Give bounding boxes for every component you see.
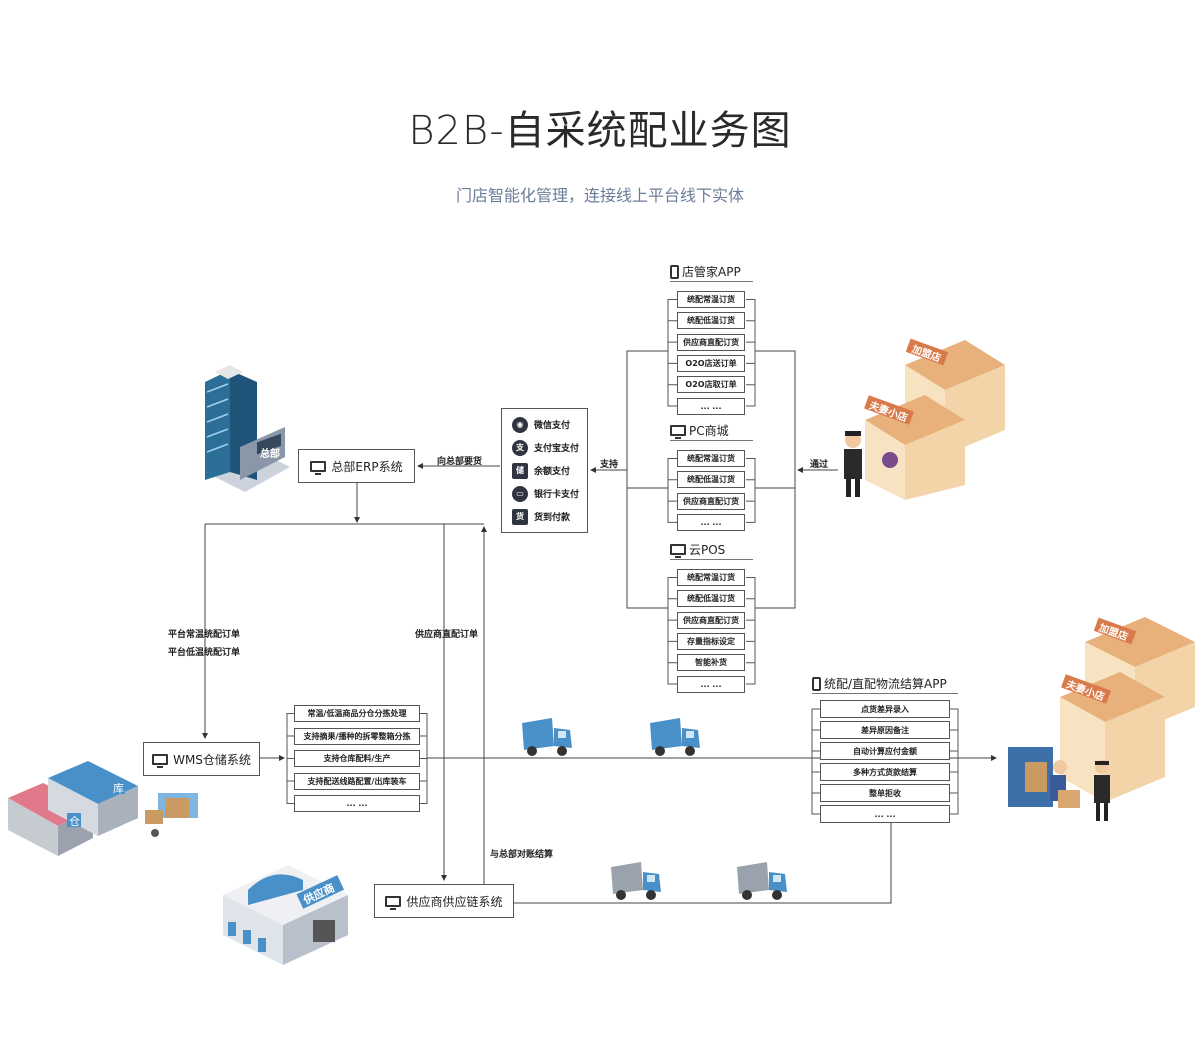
- channel-item[interactable]: 统配常温订货: [677, 450, 745, 467]
- payment-method-label: 银行卡支付: [534, 490, 580, 500]
- payment-method: 货货到付款: [502, 505, 587, 528]
- wms-system-box[interactable]: WMS仓储系统: [143, 742, 260, 776]
- cash-on-delivery-icon: 货: [512, 508, 528, 525]
- settlement-feature-item[interactable]: 差异原因备注: [820, 721, 950, 739]
- request-goods-label: 向总部要货: [437, 457, 483, 467]
- wechat-pay-icon: ◉: [512, 416, 528, 433]
- monitor-icon: [152, 753, 169, 768]
- settlement-feature-item[interactable]: 整单拒收: [820, 784, 950, 802]
- balance-icon: 储: [512, 462, 528, 479]
- channel-item[interactable]: ... ...: [677, 397, 745, 415]
- channel-header: PC商城: [670, 422, 753, 441]
- normal-temp-order-label: 平台常温统配订单: [168, 630, 241, 640]
- delivery-truck-icon: [737, 862, 789, 906]
- settlement-feature-item[interactable]: 点货差异录入: [820, 700, 950, 718]
- phone-icon: [812, 676, 821, 691]
- monitor-icon: [385, 895, 402, 910]
- warehouse-sign: 仓: [69, 814, 80, 828]
- settlement-feature-item[interactable]: 自动计算应付金额: [820, 742, 950, 760]
- page-title: B2B-自采统配业务图: [408, 108, 792, 154]
- erp-system-box[interactable]: 总部ERP系统: [298, 449, 415, 483]
- channel-item[interactable]: 统配低温订货: [677, 312, 745, 330]
- item-bracket: [667, 577, 756, 685]
- monitor-icon: [670, 544, 686, 558]
- cold-temp-order-label: 平台低温统配订单: [168, 648, 241, 658]
- support-label: 支持: [600, 460, 619, 470]
- channel-item[interactable]: 智能补货: [677, 654, 745, 672]
- hq-building-illustration: 总部: [205, 365, 290, 492]
- payment-method-label: 余额支付: [534, 467, 571, 477]
- supplier-system-box[interactable]: 供应商供应链系统: [374, 884, 514, 918]
- delivery-truck-icon: [522, 718, 574, 762]
- channel-header: 云POS: [670, 541, 753, 560]
- wms-feature-item[interactable]: ... ...: [294, 795, 420, 812]
- channel-item[interactable]: ... ...: [677, 513, 745, 531]
- wms-feature-item[interactable]: 常温/低温商品分仓分拣处理: [294, 705, 420, 722]
- delivery-truck-icon: [611, 862, 663, 906]
- settlement-app-header: 统配/直配物流结算APP: [812, 675, 958, 694]
- item-bracket: [286, 713, 428, 804]
- delivery-truck-icon: [650, 718, 702, 762]
- page-subtitle: 门店智能化管理，连接线上平台线下实体: [455, 186, 744, 205]
- channel-header: 店管家APP: [670, 263, 753, 282]
- payment-method-label: 货到付款: [534, 513, 571, 523]
- wms-feature-item[interactable]: 支持摘果/播种的拆零整箱分拣: [294, 727, 420, 745]
- channel-item[interactable]: 供应商直配订货: [677, 492, 745, 510]
- wms-system-label: WMS仓储系统: [173, 752, 251, 767]
- channel-name: 店管家APP: [682, 265, 741, 279]
- payment-methods-box: ◉微信支付支支付宝支付储余额支付▭银行卡支付货货到付款: [501, 408, 588, 533]
- payment-method: 储余额支付: [502, 459, 587, 482]
- wms-feature-item[interactable]: 支持配送线路配置/出库装车: [294, 772, 420, 790]
- item-bracket: [667, 458, 756, 523]
- warehouse-sign-2: 库: [113, 782, 124, 795]
- erp-system-label: 总部ERP系统: [331, 459, 403, 474]
- supplier-system-label: 供应商供应链系统: [406, 894, 503, 909]
- alipay-icon: 支: [512, 439, 528, 456]
- channel-item[interactable]: 存量指标设定: [677, 632, 745, 650]
- supplier-building-illustration: 供应商: [223, 865, 348, 965]
- hq-sign-text: 总部: [260, 447, 280, 460]
- channel-item[interactable]: 统配低温订货: [677, 590, 745, 608]
- destination-stores-illustration: 加盟店 夫妻小店: [1008, 617, 1195, 821]
- payment-method: 支支付宝支付: [502, 436, 587, 459]
- franchise-stores-illustration: 加盟店 夫妻小店: [844, 338, 1005, 500]
- wms-feature-item[interactable]: 支持仓库配料/生产: [294, 750, 420, 767]
- channel-item[interactable]: 统配常温订货: [677, 291, 745, 308]
- payment-method-label: 支付宝支付: [534, 444, 580, 454]
- bank-card-icon: ▭: [512, 485, 528, 502]
- reconcile-label: 与总部对账结算: [490, 850, 554, 860]
- phone-icon: [670, 264, 679, 279]
- channel-name: 云POS: [689, 543, 726, 557]
- channel-item[interactable]: O2O店送订单: [677, 354, 745, 372]
- channel-item[interactable]: ... ...: [677, 675, 745, 693]
- channel-item[interactable]: 统配常温订货: [677, 569, 745, 586]
- settlement-app-name: 统配/直配物流结算APP: [824, 677, 947, 691]
- item-bracket: [667, 299, 756, 407]
- supplier-direct-order-label: 供应商直配订单: [415, 630, 479, 640]
- warehouse-illustration: 仓 库: [8, 761, 198, 856]
- payment-method: ◉ 微信支付: [502, 413, 587, 436]
- channel-item[interactable]: O2O店取订单: [677, 376, 745, 394]
- channel-item[interactable]: 供应商直配订货: [677, 611, 745, 629]
- channel-item[interactable]: 统配低温订货: [677, 471, 745, 489]
- settlement-feature-item[interactable]: 多种方式货款结算: [820, 763, 950, 781]
- channel-item[interactable]: 供应商直配订货: [677, 333, 745, 351]
- payment-method: ▭ 银行卡支付: [502, 482, 587, 505]
- monitor-icon: [310, 460, 327, 475]
- item-bracket: [811, 708, 959, 815]
- channel-name: PC商城: [689, 424, 729, 438]
- settlement-feature-item[interactable]: ... ...: [820, 805, 950, 823]
- monitor-icon: [670, 425, 686, 439]
- payment-method-label: 微信支付: [534, 421, 571, 431]
- through-label: 通过: [810, 460, 829, 470]
